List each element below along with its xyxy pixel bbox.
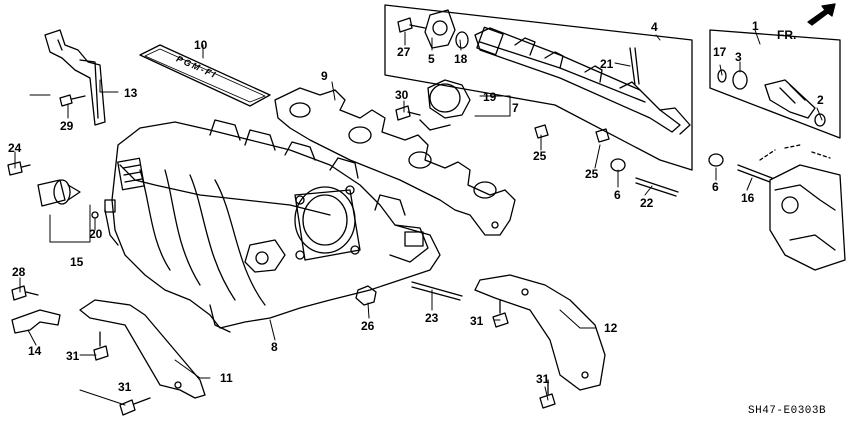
- callout-26: 26: [361, 319, 375, 333]
- callout-13: 13: [124, 86, 138, 100]
- callout-19: 19: [483, 90, 497, 104]
- forward-arrow-icon: [807, 3, 836, 26]
- callout-27: 27: [397, 45, 411, 59]
- callout-3: 3: [735, 50, 742, 64]
- callout-31d: 31: [536, 372, 550, 386]
- callout-10: 10: [194, 38, 208, 52]
- nut-26: [355, 285, 377, 306]
- callout-24: 24: [8, 141, 22, 155]
- callout-23: 23: [425, 311, 439, 325]
- callout-25a: 25: [533, 149, 547, 163]
- fuel-rail: [474, 26, 691, 135]
- callout-25b: 25: [585, 167, 599, 181]
- callout-11: 11: [220, 371, 233, 385]
- leader-lines: [14, 29, 823, 406]
- callout-21: 21: [600, 57, 614, 71]
- callout-29: 29: [60, 119, 74, 133]
- callout-4: 4: [651, 20, 658, 34]
- callout-31c: 31: [470, 314, 484, 328]
- callout-31b: 31: [118, 380, 132, 394]
- callout-2: 2: [817, 93, 824, 107]
- diagram-code: SH47-E0303B: [748, 405, 827, 417]
- callout-8: 8: [271, 340, 278, 354]
- intake-manifold: [104, 119, 441, 333]
- cylinder-head-fragment: [759, 144, 846, 271]
- callout-box-injector: [709, 29, 841, 139]
- clamp-14: [11, 309, 61, 334]
- callout-box-fuel-rail: [384, 4, 693, 171]
- callout-14: 14: [28, 344, 42, 358]
- iac-valve: [37, 179, 99, 219]
- callout-16: 16: [741, 191, 755, 205]
- intake-gasket: [274, 87, 516, 236]
- fuel-injector: [717, 69, 826, 127]
- callout-20: 20: [89, 227, 103, 241]
- callout-1: 1: [752, 19, 759, 33]
- callout-30: 30: [395, 88, 409, 102]
- pressure-regulator: [419, 9, 471, 131]
- callout-28: 28: [12, 265, 26, 279]
- callout-15: 15: [70, 255, 84, 269]
- callout-31a: 31: [66, 349, 80, 363]
- bolts: [7, 17, 556, 416]
- bracket-11: [79, 299, 206, 399]
- callout-12: 12: [604, 321, 618, 335]
- callout-22: 22: [640, 196, 654, 210]
- callout-17: 17: [713, 45, 727, 59]
- callout-18: 18: [454, 52, 468, 66]
- callout-6a: 6: [614, 188, 621, 202]
- forward-direction-label: FR.: [777, 28, 797, 42]
- bracket-13: [44, 29, 106, 126]
- studs: [411, 47, 773, 301]
- callout-6b: 6: [712, 180, 719, 194]
- bracket-12: [474, 274, 606, 391]
- pgm-fi-cover: [139, 44, 271, 107]
- callout-7: 7: [512, 101, 519, 115]
- callout-5: 5: [428, 52, 435, 66]
- callout-9: 9: [321, 69, 328, 83]
